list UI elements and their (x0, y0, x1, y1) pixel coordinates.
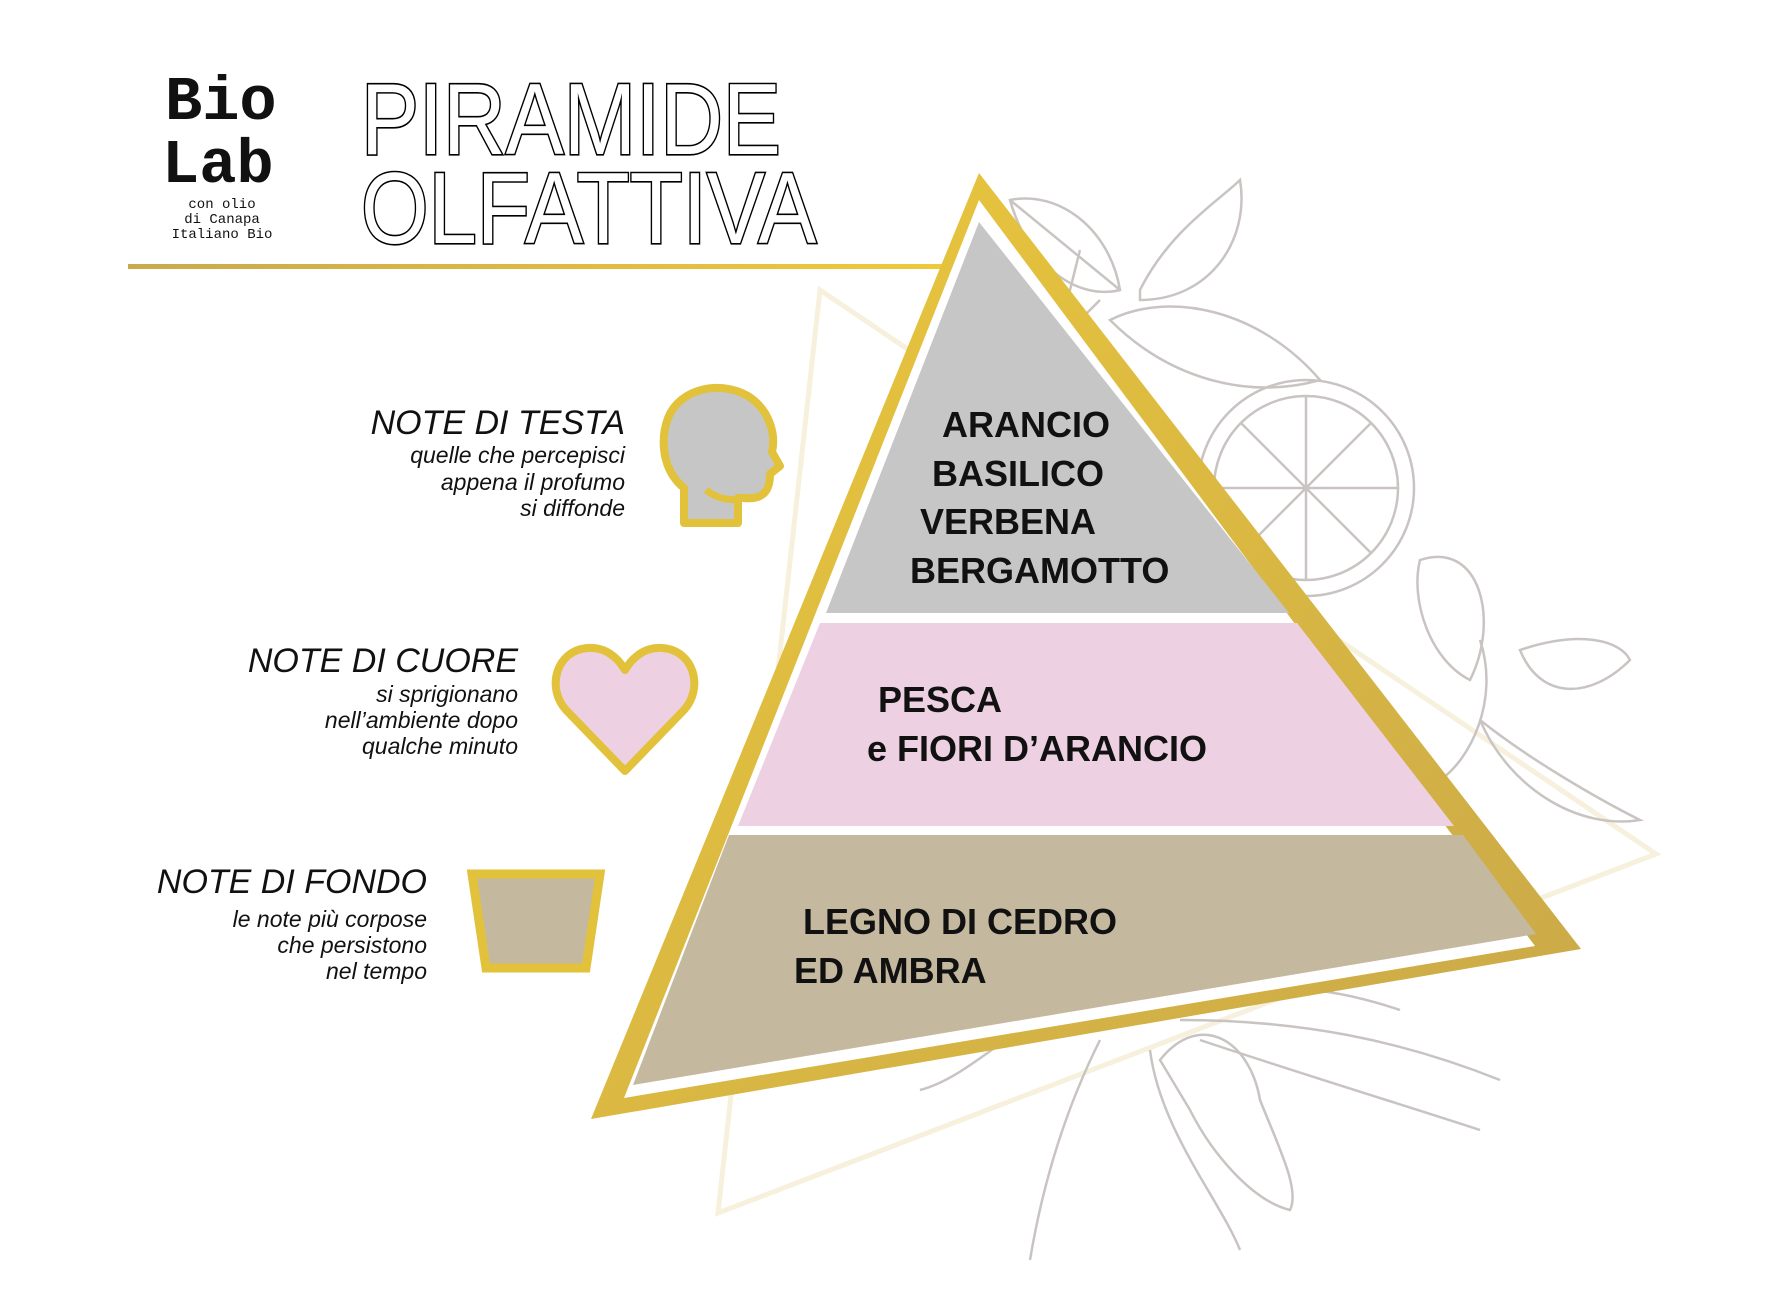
pyramid-bottom-band (633, 835, 1536, 1085)
note-top-legend: NOTE DI TESTA quelle che percepisci appe… (371, 383, 784, 527)
note-base-legend: NOTE DI FONDO le note più corpose che pe… (157, 863, 606, 984)
svg-text:appena il profumo: appena il profumo (441, 469, 625, 495)
svg-text:che persistono: che persistono (277, 932, 427, 958)
svg-text:con olio: con olio (188, 197, 255, 213)
svg-text:PIRAMIDE: PIRAMIDE (361, 63, 781, 176)
svg-text:NOTE DI TESTA: NOTE DI TESTA (371, 404, 625, 442)
base-note: ED AMBRA (794, 950, 987, 991)
svg-text:Italiano Bio: Italiano Bio (172, 227, 273, 243)
pyramid: ARANCIO BASILICO VERBENA BERGAMOTTO PESC… (591, 173, 1581, 1119)
top-note: BERGAMOTTO (910, 550, 1169, 591)
pyramid-middle-band (738, 623, 1454, 826)
heart-icon (551, 643, 699, 775)
svg-text:Lab: Lab (162, 130, 274, 201)
biolab-logo: Bio Lab con olio di Canapa Italiano Bio (162, 67, 277, 243)
svg-text:si diffonde: si diffonde (520, 495, 625, 521)
base-note: LEGNO DI CEDRO (803, 901, 1117, 942)
note-heart-legend: NOTE DI CUORE si sprigionano nell’ambien… (248, 642, 699, 775)
top-note: VERBENA (920, 501, 1096, 542)
svg-text:di Canapa: di Canapa (184, 212, 260, 228)
top-note: BASILICO (932, 453, 1104, 494)
svg-text:OLFATTIVA: OLFATTIVA (361, 152, 816, 265)
svg-text:si sprigionano: si sprigionano (376, 681, 518, 707)
svg-text:quelle che percepisci: quelle che percepisci (410, 442, 626, 468)
cup-icon (466, 869, 606, 973)
head-icon (659, 383, 784, 527)
top-note: ARANCIO (942, 404, 1110, 445)
svg-text:NOTE DI CUORE: NOTE DI CUORE (248, 642, 518, 680)
svg-text:nel tempo: nel tempo (326, 958, 427, 984)
page-title: PIRAMIDE OLFATTIVA (360, 61, 818, 266)
title-divider (128, 264, 944, 269)
svg-text:Bio: Bio (165, 67, 277, 138)
heart-note: PESCA (878, 679, 1002, 720)
svg-text:qualche minuto: qualche minuto (362, 733, 518, 759)
svg-text:nell’ambiente dopo: nell’ambiente dopo (325, 707, 518, 733)
pyramid-top-band (826, 222, 1289, 613)
svg-text:NOTE DI FONDO: NOTE DI FONDO (157, 863, 427, 901)
svg-text:le note più corpose: le note più corpose (233, 906, 427, 932)
heart-note: e FIORI D’ARANCIO (867, 728, 1207, 769)
